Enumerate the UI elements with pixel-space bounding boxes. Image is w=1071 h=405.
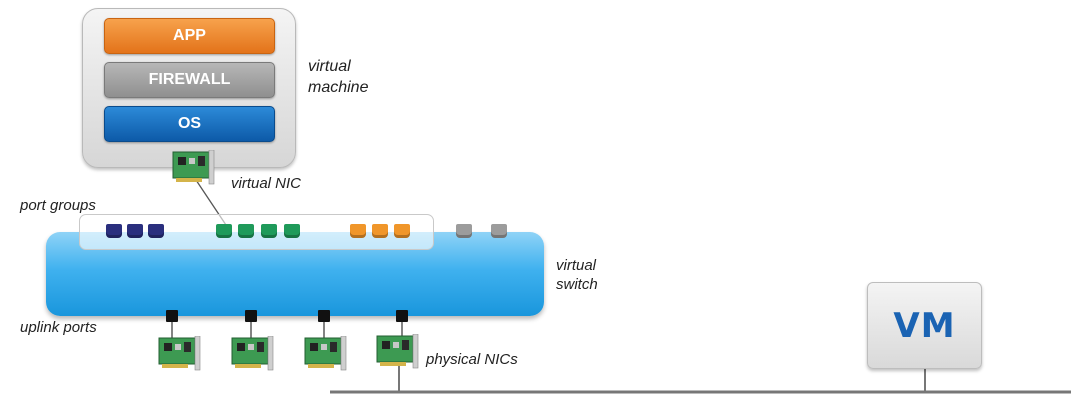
port-icon bbox=[127, 224, 143, 238]
physical-nic-card-icon bbox=[158, 336, 201, 371]
virtual-machine-label-line2: machine bbox=[308, 79, 369, 96]
virtual-machine-label: virtual machine bbox=[308, 56, 368, 98]
physical-nic-card-icon bbox=[231, 336, 274, 371]
virtual-switch-label: virtual switch bbox=[556, 256, 598, 294]
physical-nic-card-icon bbox=[304, 336, 347, 371]
virtual-machine-label-line1: virtual bbox=[308, 58, 351, 75]
port-groups-label: port groups bbox=[20, 197, 96, 214]
uplink-port-icon bbox=[396, 310, 408, 322]
vm-box: VM bbox=[867, 282, 982, 369]
port-icon bbox=[372, 224, 388, 238]
app-layer: APP bbox=[104, 18, 275, 54]
physical-nic-card-icon bbox=[376, 334, 419, 369]
uplink-port-icon bbox=[245, 310, 257, 322]
port-icon bbox=[148, 224, 164, 238]
virtual-nic-card-icon bbox=[172, 150, 215, 185]
virtual-nic-label: virtual NIC bbox=[231, 175, 302, 192]
port-icon bbox=[261, 224, 277, 238]
port-icon bbox=[456, 224, 472, 238]
uplink-ports-label: uplink ports bbox=[20, 319, 97, 336]
vm-label: VM bbox=[893, 305, 956, 346]
port-icon bbox=[350, 224, 366, 238]
firewall-layer: FIREWALL bbox=[104, 62, 275, 98]
port-icon bbox=[491, 224, 507, 238]
virtual-switch-label-line1: virtual bbox=[556, 257, 597, 274]
os-layer: OS bbox=[104, 106, 275, 142]
port-icon bbox=[216, 224, 232, 238]
port-icon bbox=[238, 224, 254, 238]
uplink-port-icon bbox=[318, 310, 330, 322]
physical-nics-label: physical NICs bbox=[426, 351, 518, 368]
port-icon bbox=[394, 224, 410, 238]
virtual-switch-label-line2: switch bbox=[556, 276, 598, 293]
port-icon bbox=[284, 224, 300, 238]
uplink-port-icon bbox=[166, 310, 178, 322]
port-icon bbox=[106, 224, 122, 238]
